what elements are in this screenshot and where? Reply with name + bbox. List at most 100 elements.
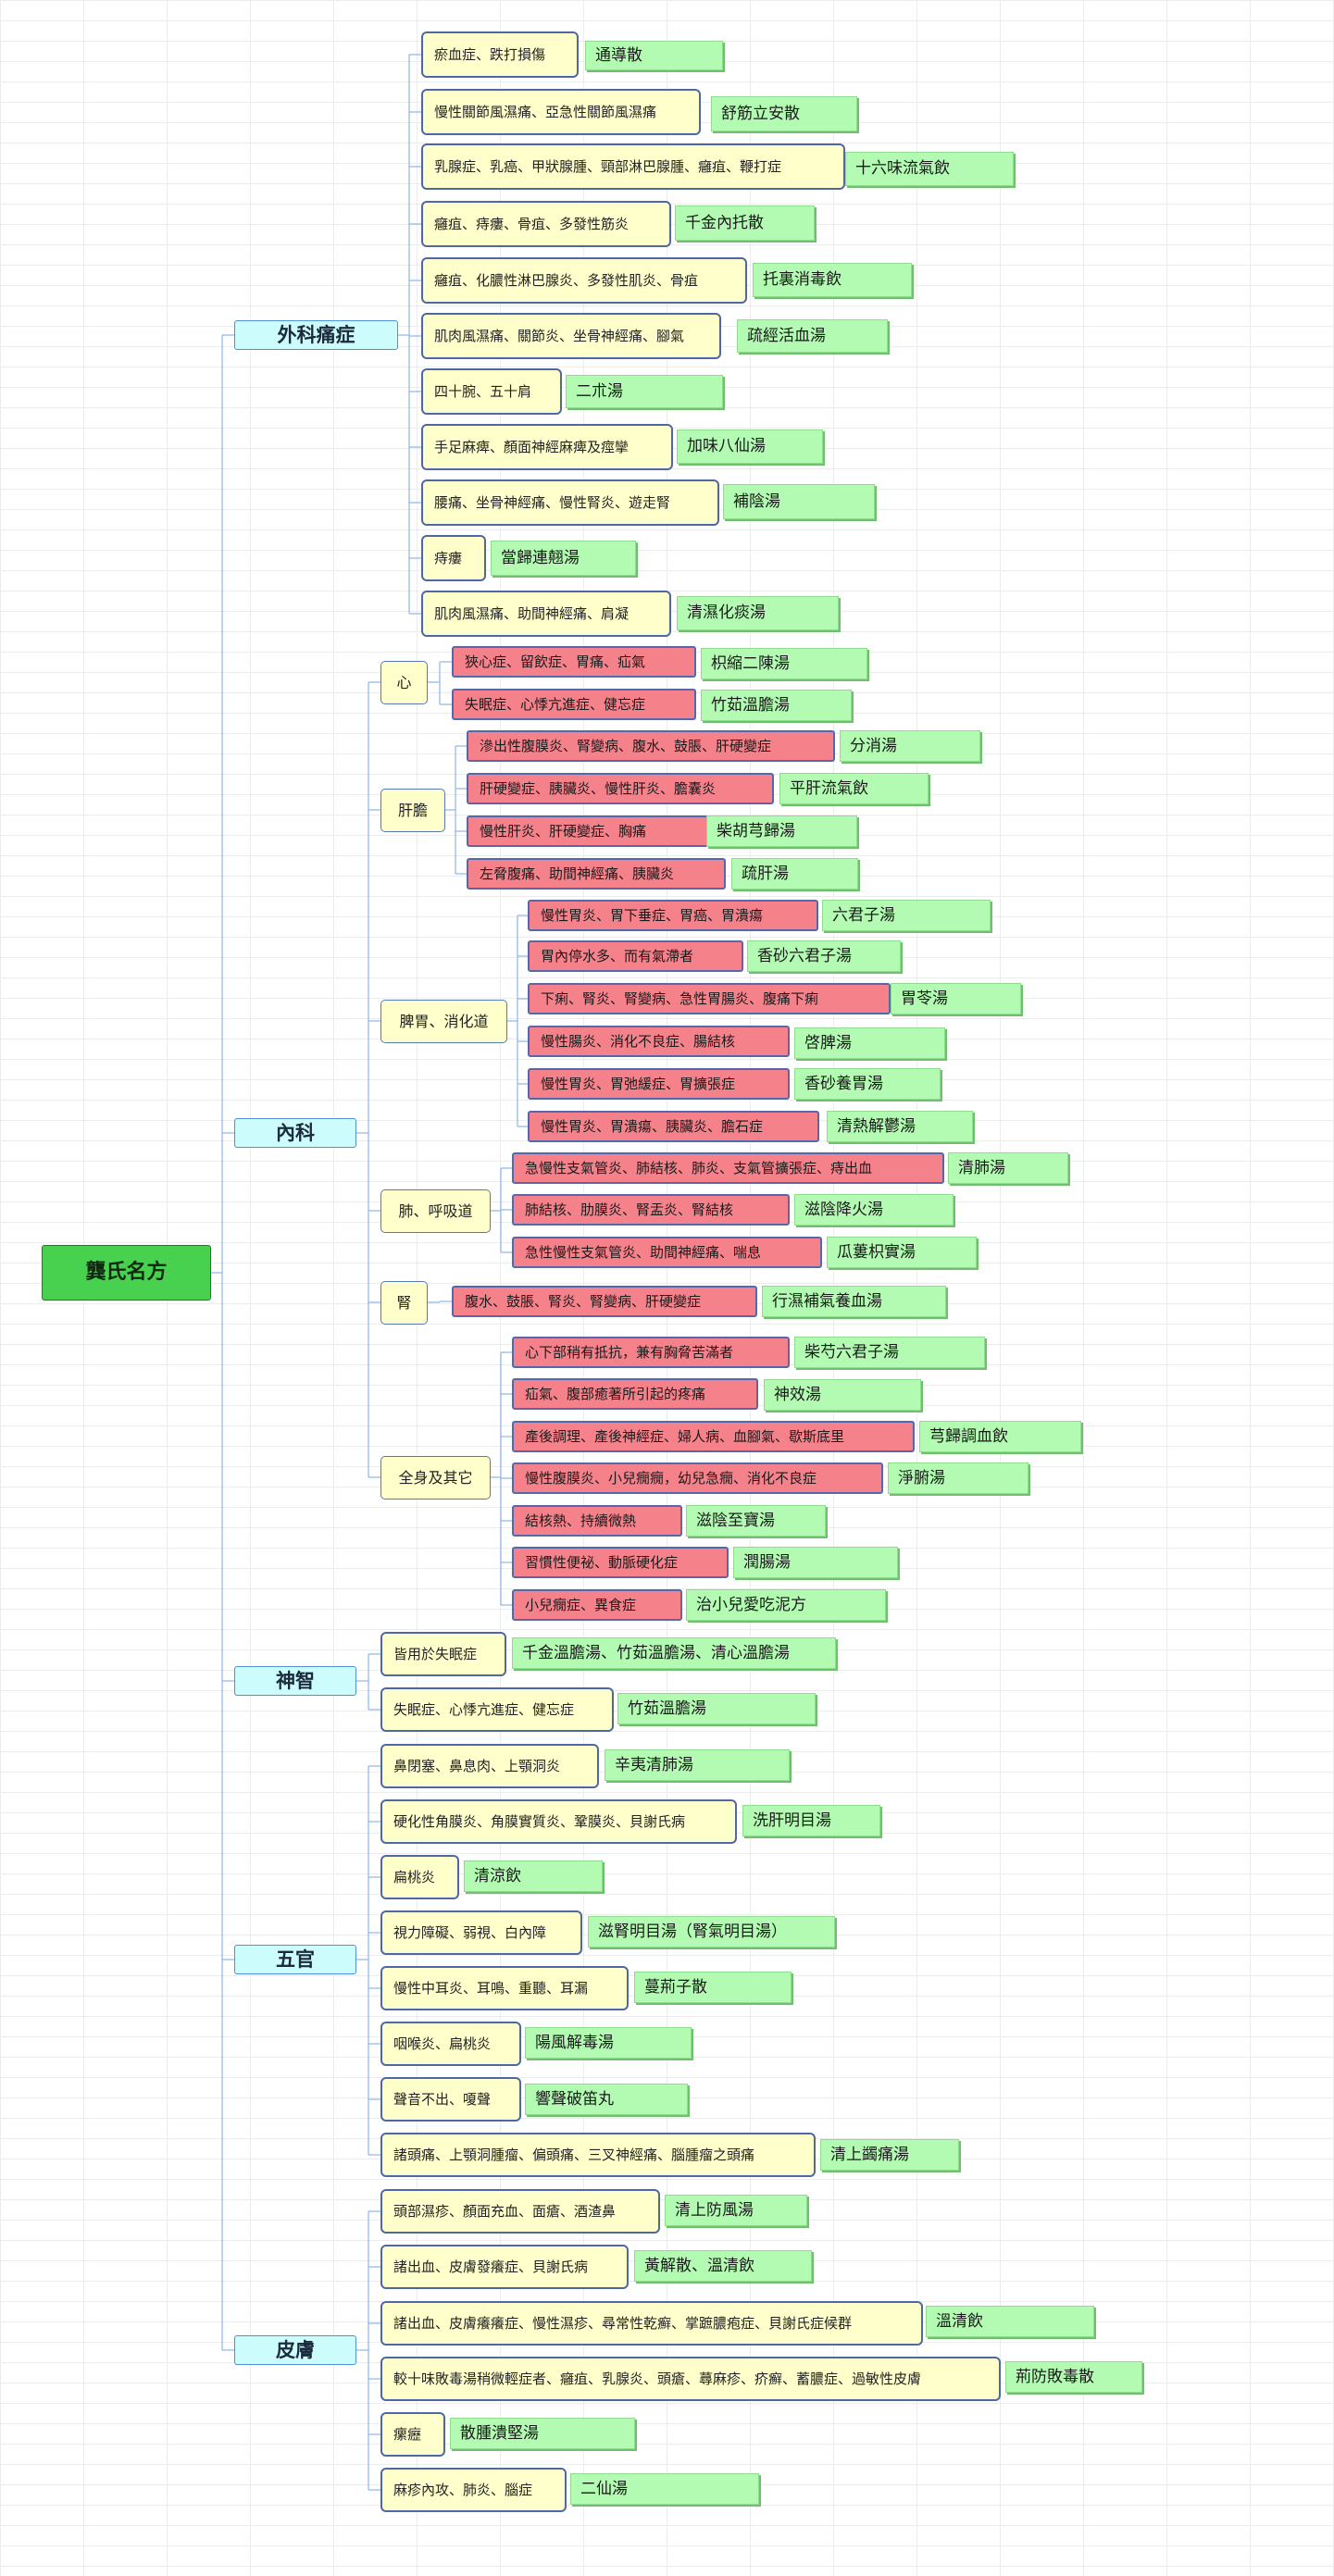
formula-node[interactable]: 清濕化痰湯	[677, 596, 839, 630]
condition-node[interactable]: 癰疽、痔瘻、骨疽、多發性筋炎	[421, 201, 671, 247]
condition-node[interactable]: 諸出血、皮膚癢癢症、慢性濕疹、尋常性乾癬、掌蹠膿疱症、貝謝氏症候群	[380, 2301, 923, 2346]
formula-node[interactable]: 陽風解毒湯	[525, 2027, 692, 2059]
condition-node[interactable]: 習慣性便祕、動脈硬化症	[512, 1547, 729, 1578]
condition-node[interactable]: 疝氣、腹部癒著所引起的疼痛	[512, 1378, 758, 1410]
subgroup-kidney[interactable]: 腎	[380, 1281, 428, 1325]
root-node[interactable]: 龔氏名方	[42, 1245, 211, 1300]
formula-node[interactable]: 枳縮二陳湯	[701, 648, 867, 679]
formula-node[interactable]: 蔓荊子散	[634, 1972, 792, 2003]
condition-node[interactable]: 慢性肝炎、肝硬變症、胸痛	[467, 815, 711, 847]
formula-node[interactable]: 瓜蔞枳實湯	[827, 1237, 977, 1268]
condition-node[interactable]: 手足麻痺、顏面神經麻痺及痙攣	[421, 424, 673, 470]
formula-node[interactable]: 行濕補氣養血湯	[762, 1286, 946, 1317]
condition-node[interactable]: 諸出血、皮膚發癢症、貝謝氏病	[380, 2245, 629, 2289]
formula-node[interactable]: 清涼飲	[464, 1860, 603, 1892]
formula-node[interactable]: 二朮湯	[566, 375, 723, 408]
formula-node[interactable]: 清上防風湯	[665, 2195, 807, 2226]
condition-node[interactable]: 腹水、鼓脹、腎炎、腎變病、肝硬變症	[452, 1286, 757, 1317]
formula-node[interactable]: 竹茹溫膽湯	[617, 1693, 816, 1724]
formula-node[interactable]: 二仙湯	[570, 2473, 759, 2505]
condition-node[interactable]: 鼻閉塞、鼻息肉、上顎洞炎	[380, 1744, 599, 1788]
formula-node[interactable]: 滋腎明目湯（腎氣明目湯）	[588, 1916, 835, 1948]
category-mind[interactable]: 神智	[234, 1666, 356, 1696]
condition-node[interactable]: 乳腺症、乳癌、甲狀腺腫、頸部淋巴腺腫、癰疽、鞭打症	[421, 143, 845, 190]
formula-node[interactable]: 柴芍六君子湯	[794, 1337, 985, 1368]
subgroup-systemic[interactable]: 全身及其它	[380, 1456, 491, 1500]
formula-node[interactable]: 分消湯	[840, 730, 980, 762]
condition-node[interactable]: 滲出性腹膜炎、腎變病、腹水、鼓脹、肝硬變症	[467, 730, 835, 762]
formula-node[interactable]: 六君子湯	[822, 900, 991, 931]
condition-node[interactable]: 咽喉炎、扁桃炎	[380, 2022, 521, 2066]
formula-node[interactable]: 清肺湯	[948, 1152, 1068, 1184]
formula-node[interactable]: 散腫潰堅湯	[450, 2418, 635, 2449]
condition-node[interactable]: 痔瘻	[421, 535, 486, 581]
condition-node[interactable]: 左脅腹痛、助間神經痛、胰臟炎	[467, 858, 726, 890]
formula-node[interactable]: 滋陰降火湯	[794, 1194, 954, 1226]
category-internal-medicine[interactable]: 內科	[234, 1118, 356, 1148]
formula-node[interactable]: 疏肝湯	[731, 858, 858, 890]
condition-node[interactable]: 急性慢性支氣管炎、助間神經痛、喘息	[512, 1237, 822, 1268]
condition-node[interactable]: 較十味敗毒湯稍微輕症者、癰疽、乳腺炎、頭瘡、蕁麻疹、疥癬、蓄膿症、過敏性皮膚	[380, 2357, 1001, 2401]
condition-node[interactable]: 腰痛、坐骨神經痛、慢性腎炎、遊走腎	[421, 479, 719, 526]
formula-node[interactable]: 香砂六君子湯	[747, 940, 901, 972]
formula-node[interactable]: 十六味流氣飲	[845, 152, 1014, 186]
condition-node[interactable]: 慢性腸炎、消化不良症、腸結核	[528, 1026, 790, 1057]
condition-node[interactable]: 小兒癇症、異食症	[512, 1589, 682, 1621]
condition-node[interactable]: 急慢性支氣管炎、肺結核、肺炎、支氣管擴張症、痔出血	[512, 1152, 944, 1184]
formula-node[interactable]: 響聲破笛丸	[525, 2084, 688, 2115]
condition-node[interactable]: 癰疽、化膿性淋巴腺炎、多發性肌炎、骨疽	[421, 257, 747, 304]
formula-node[interactable]: 當歸連翹湯	[491, 541, 636, 576]
formula-node[interactable]: 洗肝明目湯	[742, 1805, 880, 1836]
condition-node[interactable]: 心下部稍有抵抗，兼有胸脅苦滿者	[512, 1337, 790, 1368]
formula-node[interactable]: 竹茹溫膽湯	[701, 690, 852, 721]
condition-node[interactable]: 慢性胃炎、胃弛緩症、胃擴張症	[528, 1068, 790, 1100]
condition-node[interactable]: 肺結核、肋膜炎、腎盂炎、腎結核	[512, 1194, 790, 1226]
formula-node[interactable]: 疏經活血湯	[737, 319, 888, 353]
condition-node[interactable]: 產後調理、產後神經症、婦人病、血腳氣、歇斯底里	[512, 1421, 915, 1452]
formula-node[interactable]: 千金溫膽湯、竹茹溫膽湯、清心溫膽湯	[512, 1637, 836, 1669]
condition-node[interactable]: 胃內停水多、而有氣滯者	[528, 940, 743, 972]
formula-node[interactable]: 荊防敗毒散	[1005, 2361, 1142, 2393]
condition-node[interactable]: 瘰癧	[380, 2412, 445, 2457]
subgroup-heart[interactable]: 心	[380, 661, 428, 704]
condition-node[interactable]: 肌肉風濕痛、助間神經痛、肩凝	[421, 591, 671, 637]
condition-node[interactable]: 頭部濕疹、顏面充血、面瘡、酒渣鼻	[380, 2189, 660, 2234]
formula-node[interactable]: 補陰湯	[723, 484, 875, 519]
subgroup-digestive[interactable]: 脾胃、消化道	[380, 1000, 507, 1043]
formula-node[interactable]: 通導散	[585, 41, 723, 70]
formula-node[interactable]: 溫清飲	[926, 2306, 1094, 2337]
category-five-senses[interactable]: 五官	[234, 1945, 356, 1974]
category-skin[interactable]: 皮膚	[234, 2335, 356, 2365]
formula-node[interactable]: 舒筋立安散	[711, 96, 857, 131]
condition-node[interactable]: 失眠症、心悸亢進症、健忘症	[452, 689, 696, 720]
formula-node[interactable]: 平肝流氣飲	[779, 773, 929, 804]
condition-node[interactable]: 慢性中耳炎、耳鳴、重聽、耳漏	[380, 1966, 629, 2010]
condition-node[interactable]: 肝硬變症、胰臟炎、慢性肝炎、膽囊炎	[467, 773, 774, 804]
formula-node[interactable]: 清熱解鬱湯	[827, 1111, 973, 1142]
condition-node[interactable]: 諸頭痛、上顎洞腫瘤、偏頭痛、三叉神經痛、腦腫瘤之頭痛	[380, 2133, 816, 2177]
condition-node[interactable]: 肌肉風濕痛、關節炎、坐骨神經痛、腳氣	[421, 313, 721, 359]
formula-node[interactable]: 滋陰至寶湯	[686, 1505, 826, 1537]
formula-node[interactable]: 香砂養胃湯	[794, 1068, 941, 1100]
condition-node[interactable]: 聲音不出、嗄聲	[380, 2077, 521, 2122]
condition-node[interactable]: 慢性腹膜炎、小兒癇癇，幼兒急癇、消化不良症	[512, 1462, 883, 1494]
condition-node[interactable]: 四十腕、五十肩	[421, 368, 562, 415]
condition-node[interactable]: 失眠症、心悸亢進症、健忘症	[380, 1687, 614, 1732]
condition-node[interactable]: 視力障礙、弱視、白內障	[380, 1910, 582, 1955]
category-surgical-pain[interactable]: 外科痛症	[234, 320, 398, 350]
condition-node[interactable]: 結核熱、持續微熱	[512, 1505, 682, 1537]
formula-node[interactable]: 千金內托散	[675, 205, 815, 241]
condition-node[interactable]: 慢性胃炎、胃下垂症、胃癌、胃潰瘍	[528, 900, 818, 931]
formula-node[interactable]: 辛夷清肺湯	[605, 1749, 790, 1781]
formula-node[interactable]: 胃苓湯	[891, 983, 1021, 1014]
formula-node[interactable]: 啓脾湯	[794, 1027, 945, 1059]
formula-node[interactable]: 托裏消毒飲	[753, 263, 912, 297]
formula-node[interactable]: 潤腸湯	[733, 1547, 898, 1578]
formula-node[interactable]: 加味八仙湯	[677, 429, 823, 464]
condition-node[interactable]: 下痢、腎炎、腎變病、急性胃腸炎、腹痛下痢	[528, 983, 891, 1014]
subgroup-respiratory[interactable]: 肺、呼吸道	[380, 1189, 491, 1233]
condition-node[interactable]: 狹心症、留飲症、胃痛、疝氣	[452, 646, 696, 678]
formula-node[interactable]: 神效湯	[764, 1379, 921, 1411]
formula-node[interactable]: 治小兒愛吃泥方	[686, 1589, 886, 1621]
formula-node[interactable]: 清上蠲痛湯	[820, 2139, 959, 2171]
